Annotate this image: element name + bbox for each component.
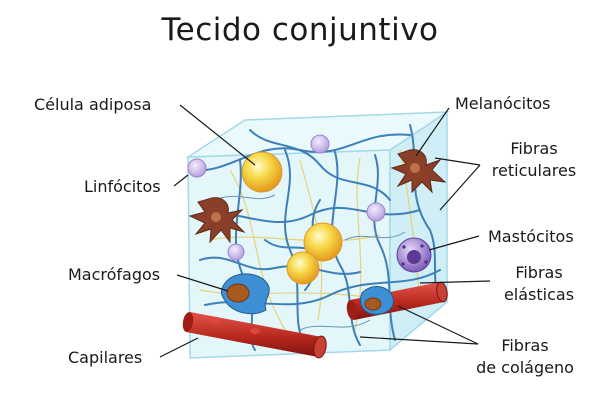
label-linfocitos: Linfócitos	[84, 177, 161, 196]
label-mastocitos: Mastócitos	[488, 227, 574, 246]
label-celula-adiposa: Célula adiposa	[34, 95, 152, 114]
label-fibras-elasticas: Fibras elásticas	[503, 263, 575, 304]
macrophage-icon	[220, 273, 394, 315]
melanocyte-icon	[188, 149, 447, 244]
label-fibras-colageno: Fibras de colágeno	[476, 336, 574, 377]
label-fibras-reticulares: Fibras reticulares	[491, 139, 577, 180]
mast-cell-icon	[396, 237, 432, 273]
leader-lines	[159, 104, 491, 358]
label-melanocitos: Melanócitos	[455, 94, 551, 113]
label-macrofagos: Macrófagos	[68, 265, 161, 284]
diagram-title: Tecido conjuntivo	[161, 12, 439, 48]
lymphocyte-icon	[187, 134, 386, 261]
label-capilares: Capilares	[68, 348, 143, 367]
